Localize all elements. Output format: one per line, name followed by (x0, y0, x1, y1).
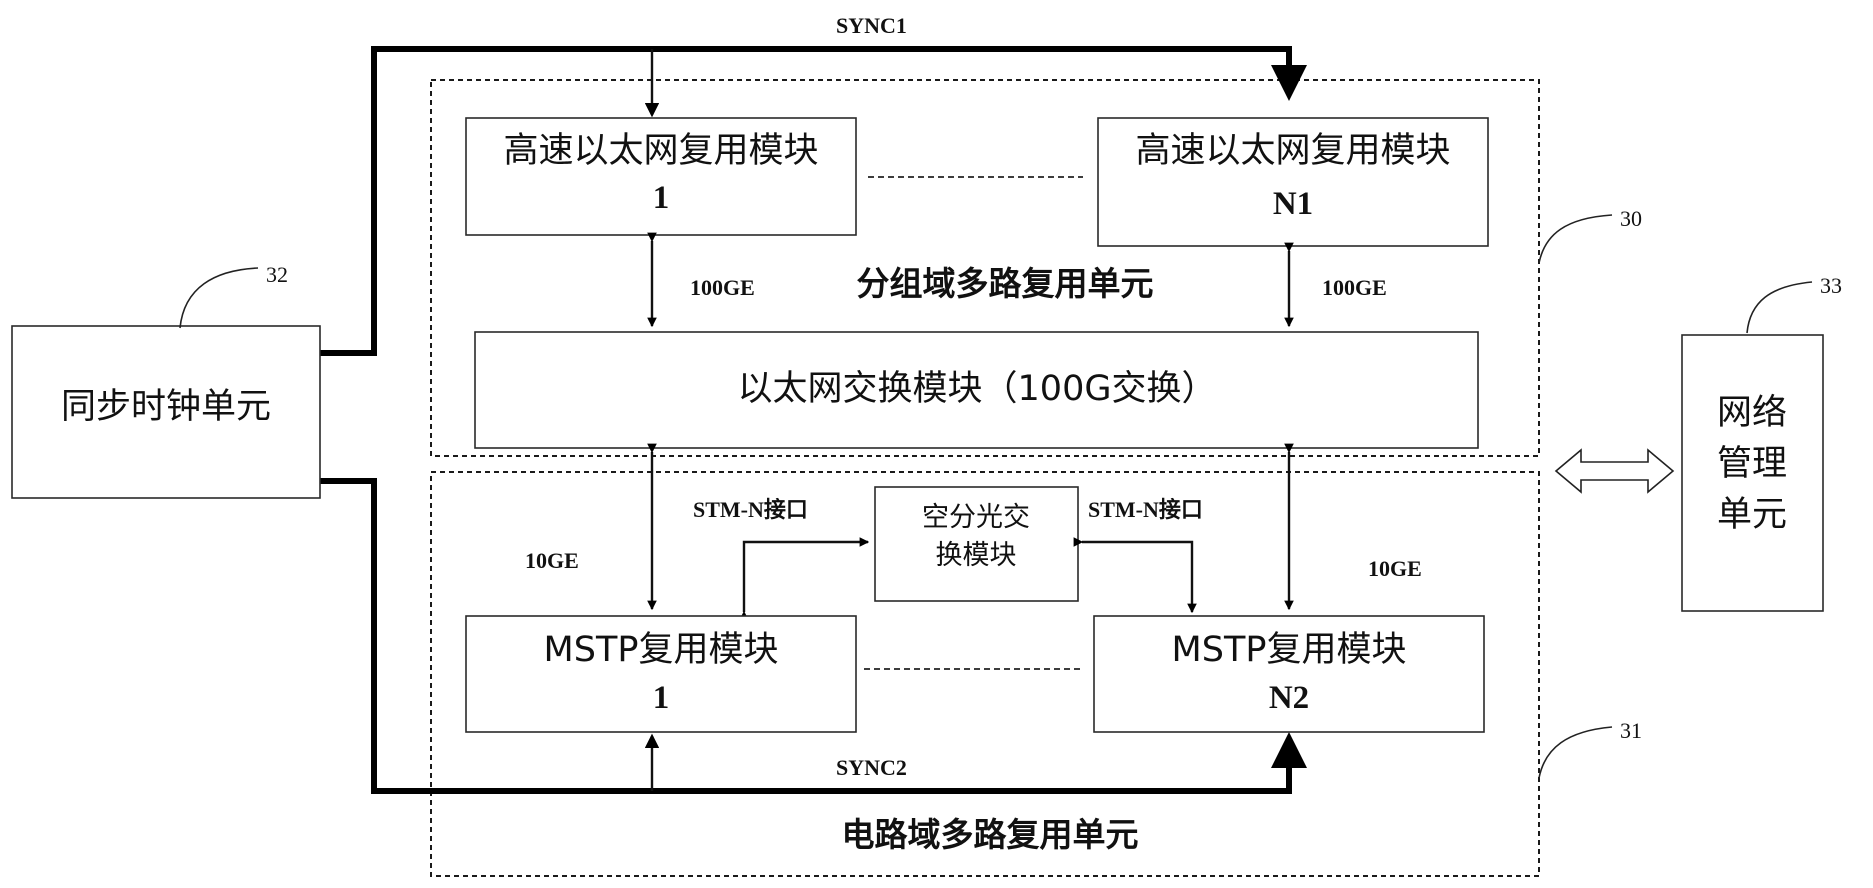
nms-ref-number: 33 (1820, 273, 1842, 298)
ethernet-switch-box (474, 331, 1479, 449)
mstp-module-left-index: 1 (653, 680, 670, 716)
space-switch-line2: 换模块 (936, 540, 1017, 571)
sync1-label: SYNC1 (836, 13, 907, 38)
packet-ref-number: 30 (1620, 206, 1642, 231)
hs-module-right-box (1097, 117, 1489, 247)
ethernet-switch-label: 以太网交换模块（100G交换） (738, 369, 1217, 409)
sync2-label: SYNC2 (836, 755, 907, 780)
link-100ge-right-label: 100GE (1322, 275, 1387, 300)
stm-left-label: STM-N接口 (693, 497, 808, 522)
link-100ge-left-label: 100GE (690, 275, 755, 300)
clock-unit-box (11, 325, 321, 499)
nms-unit-box (1681, 334, 1824, 612)
circuit-unit-container (430, 471, 1540, 877)
mstp-module-right-box (1093, 615, 1485, 733)
sync1-line (320, 46, 1307, 356)
nms-ref-leader (1746, 281, 1813, 334)
space-switch-box (874, 486, 1079, 602)
link-10ge-left-label: 10GE (525, 548, 579, 573)
clock-ref-number: 32 (266, 262, 288, 287)
mstp-module-right-name: MSTP复用模块 (1172, 630, 1407, 670)
packet-ref-leader (1538, 214, 1613, 264)
hs-module-left-name: 高速以太网复用模块 (503, 131, 818, 171)
clock-unit-label: 同步时钟单元 (61, 387, 271, 427)
mstp-module-right-index: N2 (1269, 680, 1309, 716)
packet-unit-title: 分组域多路复用单元 (857, 264, 1154, 303)
nms-label-line1: 网络 (1717, 393, 1787, 433)
nms-label-line2: 管理 (1717, 444, 1787, 484)
nms-label-line3: 单元 (1717, 495, 1787, 535)
clock-ref-leader (179, 267, 259, 329)
circuit-ref-number: 31 (1620, 718, 1642, 743)
mstp-module-left-box (465, 615, 857, 733)
hs-module-right-index: N1 (1273, 186, 1313, 222)
stm-right-label: STM-N接口 (1088, 497, 1203, 522)
circuit-ref-leader (1538, 726, 1613, 779)
space-switch-line1: 空分光交 (922, 502, 1030, 533)
mstp-module-left-name: MSTP复用模块 (544, 630, 779, 670)
hs-module-left-index: 1 (653, 180, 670, 216)
hs-module-left-box (465, 117, 857, 236)
nms-double-arrow (1554, 448, 1675, 494)
link-10ge-right-label: 10GE (1368, 556, 1422, 581)
packet-unit-container (430, 79, 1540, 457)
stm-right-connector (1073, 537, 1197, 614)
stm-left-connector (739, 537, 870, 621)
sync2-line (320, 478, 1307, 794)
hs-module-right-name: 高速以太网复用模块 (1135, 131, 1450, 171)
circuit-unit-title: 电路域多路复用单元 (842, 815, 1139, 854)
